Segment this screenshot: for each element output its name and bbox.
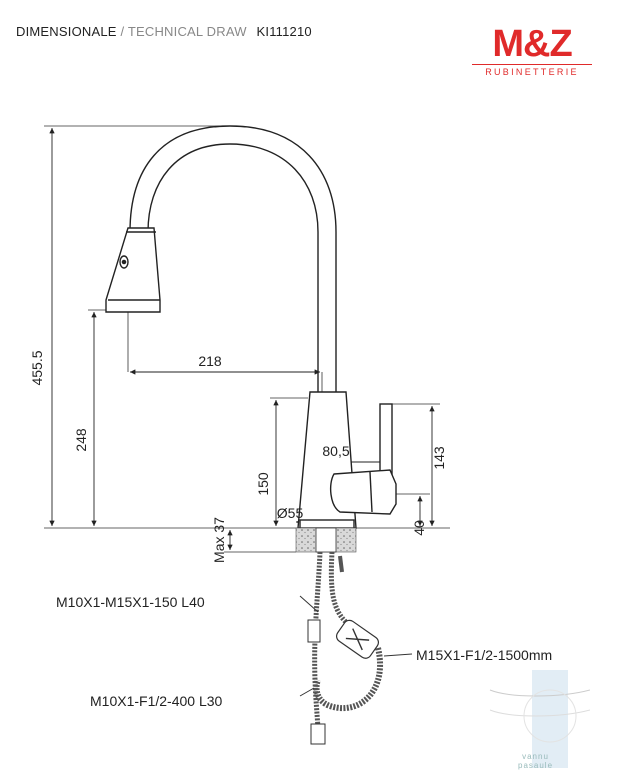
dim-base-height: 40 xyxy=(411,520,427,536)
dim-max-thickness: Max 37 xyxy=(211,517,227,563)
product-code: KI111210 xyxy=(256,24,312,39)
brand-logo: M&Z RUBINETTERIE xyxy=(472,23,592,77)
watermark-text: vannu pasaule xyxy=(518,752,553,770)
hose-label-2: M15X1-F1/2-1500mm xyxy=(416,647,553,663)
faucet-outline xyxy=(105,125,397,529)
watermark-logo: vannu pasaule xyxy=(480,670,590,770)
brand-subtitle: RUBINETTERIE xyxy=(472,64,592,77)
watermark-line-1: vannu xyxy=(522,752,549,761)
title-separator: / xyxy=(116,24,128,39)
dim-lever-height: 143 xyxy=(431,446,447,470)
watermark-line-2: pasaule xyxy=(518,761,554,770)
brand-name: M&Z xyxy=(492,23,572,65)
supply-hoses xyxy=(299,551,413,745)
drawing-title: DIMENSIONALE / TECHNICAL DRAW KI111210 xyxy=(16,24,312,39)
title-english: TECHNICAL DRAW xyxy=(127,24,247,39)
title-italian: DIMENSIONALE xyxy=(16,24,117,39)
dim-body-height: 150 xyxy=(255,472,271,496)
dim-height-spout: 248 xyxy=(73,428,89,452)
dim-lever-offset: 80,5 xyxy=(322,443,349,459)
dim-height-total: 455.5 xyxy=(29,350,45,385)
dim-reach: 218 xyxy=(198,353,222,369)
hose-label-3: M10X1-F1/2-400 L30 xyxy=(90,693,223,709)
hose-label-1: M10X1-M15X1-150 L40 xyxy=(56,594,205,610)
dim-base-diameter: Ø55 xyxy=(277,505,304,521)
